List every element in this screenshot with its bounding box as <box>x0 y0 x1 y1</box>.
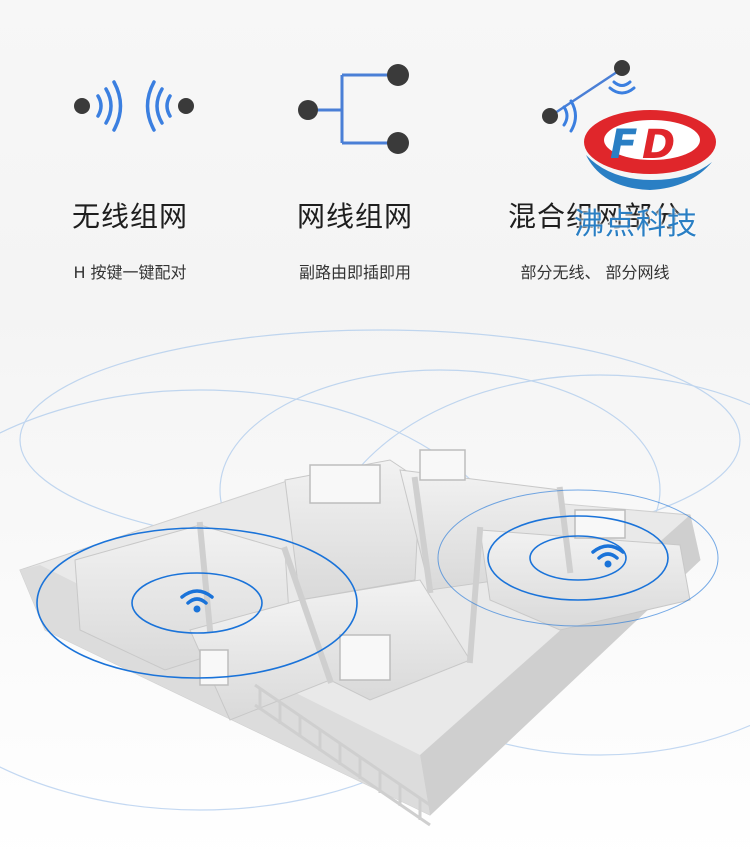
wired-network-icon <box>298 64 409 154</box>
feature-wireless: 无线组网 H 按键一键配对 <box>5 0 255 300</box>
feature-title: 网线组网 <box>296 200 413 233</box>
fd-watermark-logo: F D <box>584 110 716 190</box>
feature-wired: 网线组网 副路由即插即用 <box>230 0 480 300</box>
wifi-icon-right <box>591 544 625 568</box>
svg-text:D: D <box>642 122 675 168</box>
features-section: 无线组网 H 按键一键配对 网线组网 副路由即插即用 混合组网部分 部分无线、 … <box>0 0 750 300</box>
watermark-text: 沸点科技 <box>574 207 698 242</box>
feature-subtitle: H 按键一键配对 <box>73 263 187 282</box>
wifi-icon-left <box>180 589 214 613</box>
feature-title: 混合组网部分 <box>507 200 682 233</box>
feature-subtitle: 部分无线、 部分网线 <box>520 263 670 282</box>
feature-hybrid: 混合组网部分 部分无线、 部分网线 <box>470 0 720 300</box>
feature-title: 无线组网 <box>71 200 188 233</box>
hybrid-network-icon <box>542 60 636 133</box>
feature-subtitle: 副路由即插即用 <box>298 263 411 282</box>
svg-text:F: F <box>610 122 637 168</box>
floorplan-illustration <box>0 329 750 827</box>
wireless-pairing-icon <box>74 80 194 132</box>
